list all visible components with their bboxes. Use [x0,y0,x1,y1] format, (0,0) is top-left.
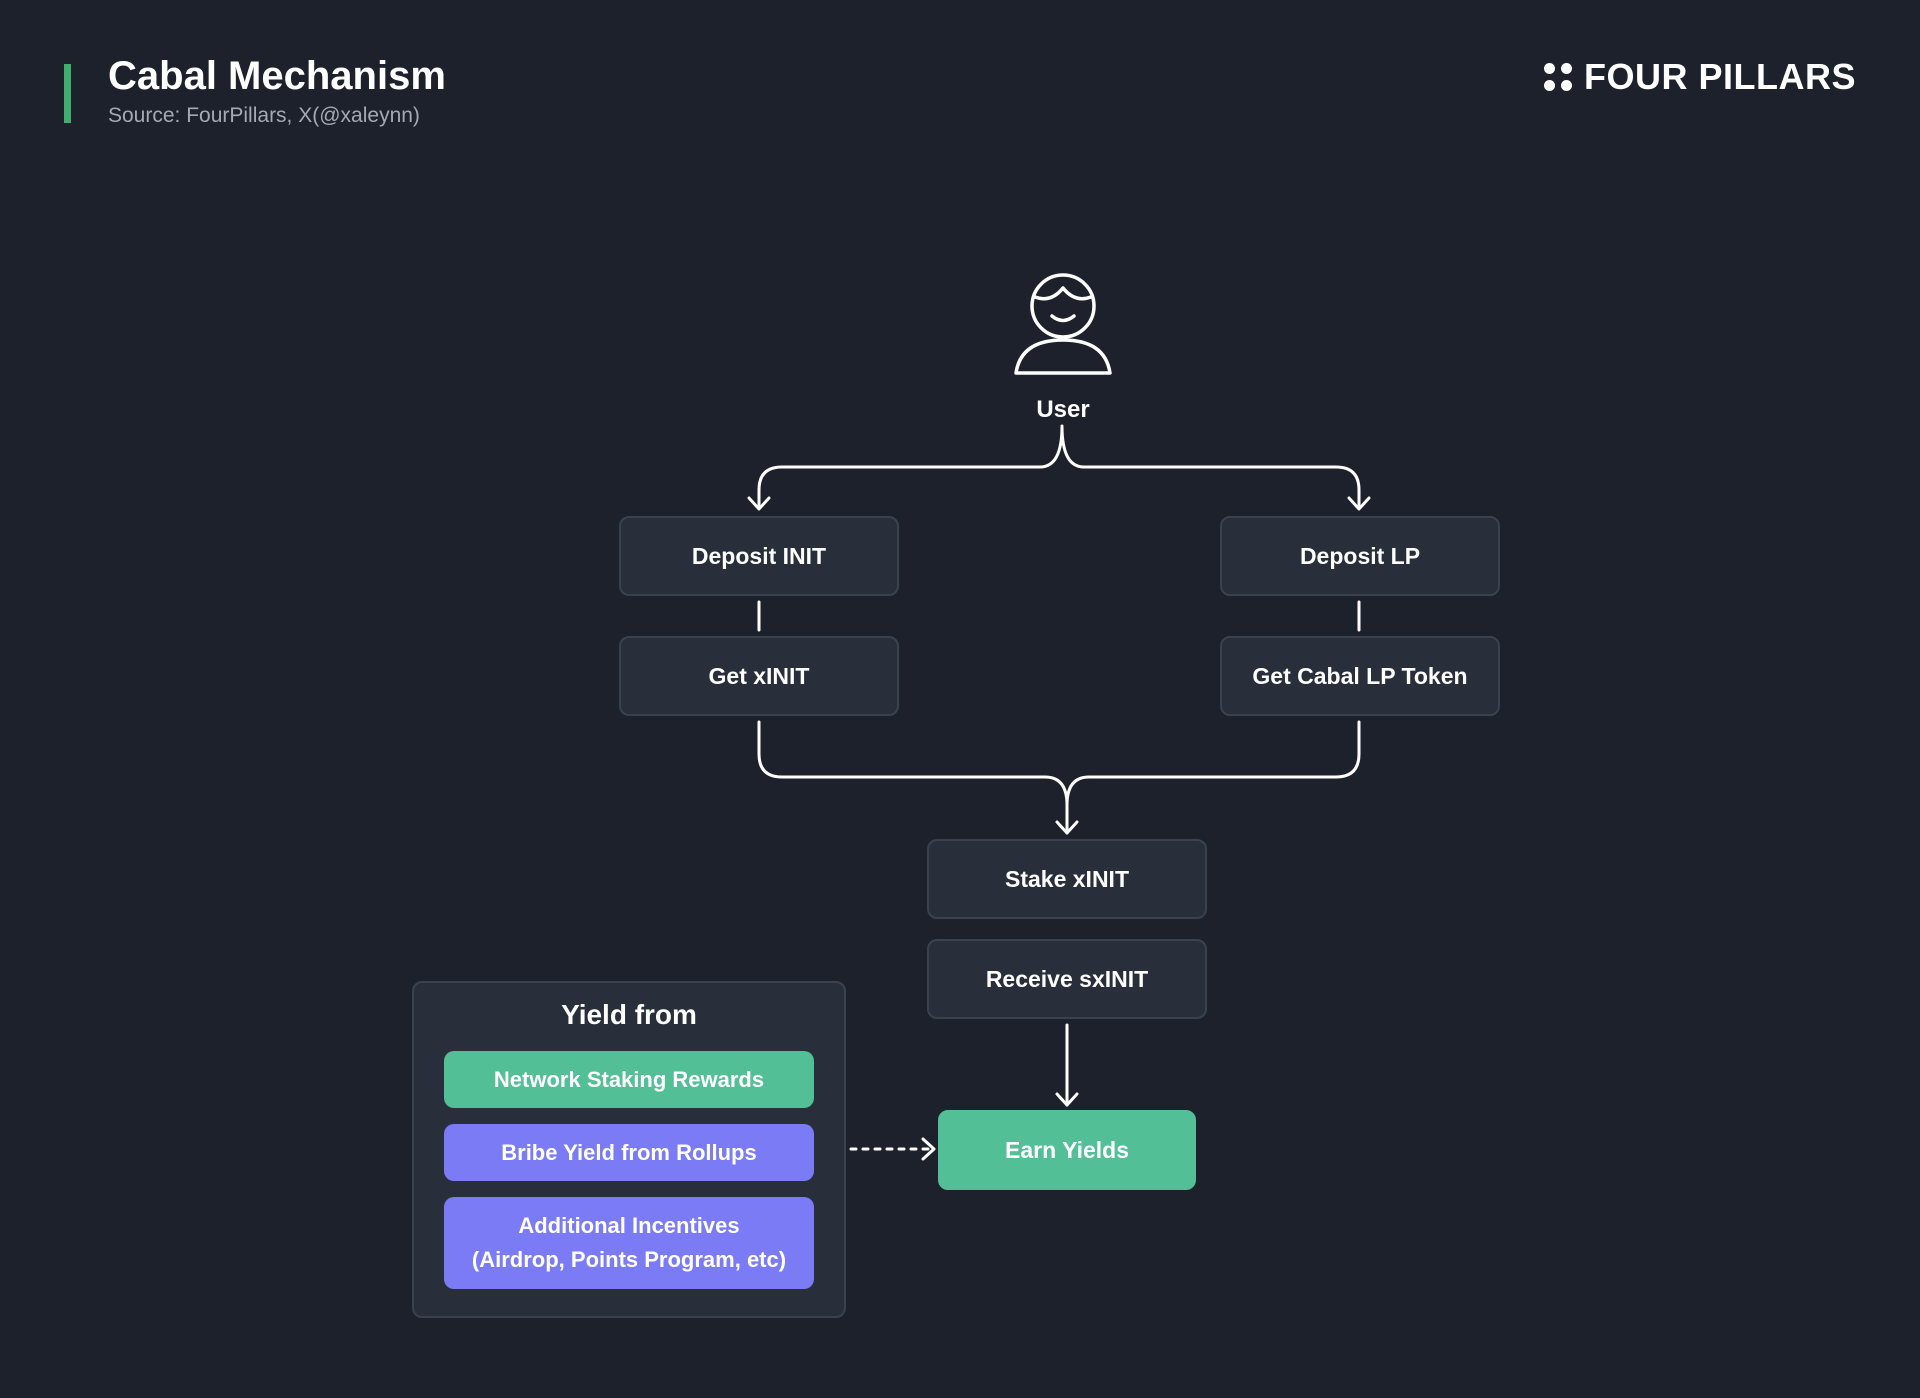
stake-xinit-node: Stake xINIT [927,839,1207,919]
page-title: Cabal Mechanism [108,54,446,98]
brand-logo: FOUR PILLARS [1544,56,1856,98]
yield-item-bribe-yield: Bribe Yield from Rollups [444,1124,814,1181]
yield-item-additional-incentives-line2: (Airdrop, Points Program, etc) [471,1247,787,1272]
merge-to-stake-connector [757,720,1361,835]
yield-item-network-staking-rewards: Network Staking Rewards [444,1051,814,1108]
get-xinit-node: Get xINIT [619,636,899,716]
arrowhead-deposit-lp [1347,496,1371,511]
arrowhead-stake [1055,820,1079,835]
yield-item-additional-incentives-line1: Additional Incentives [518,1213,740,1238]
deposit-lp-node: Deposit LP [1220,516,1500,596]
arrowhead-yield [921,1137,936,1161]
arrowhead-earn [1055,1092,1079,1107]
user-to-deposit-connector [757,424,1361,510]
deposit-init-node: Deposit INIT [619,516,899,596]
yield-from-title: Yield from [561,999,697,1030]
receive-sxinit-node: Receive sxINIT [927,939,1207,1019]
arrowhead-deposit-init [747,496,771,511]
page-source: Source: FourPillars, X(@xaleynn) [108,104,420,127]
yield-from-panel: Yield from Network Staking Rewards Bribe… [412,981,846,1318]
user-label: User [1036,396,1090,423]
brand-name: FOUR PILLARS [1584,56,1856,97]
get-cabal-lp-token-node: Get Cabal LP Token [1220,636,1500,716]
yield-item-additional-incentives: Additional Incentives (Airdrop, Points P… [444,1197,814,1289]
user-icon [1014,273,1112,375]
four-dots-icon [1544,63,1572,91]
earn-yields-node: Earn Yields [938,1110,1196,1190]
title-accent-bar [64,64,71,123]
